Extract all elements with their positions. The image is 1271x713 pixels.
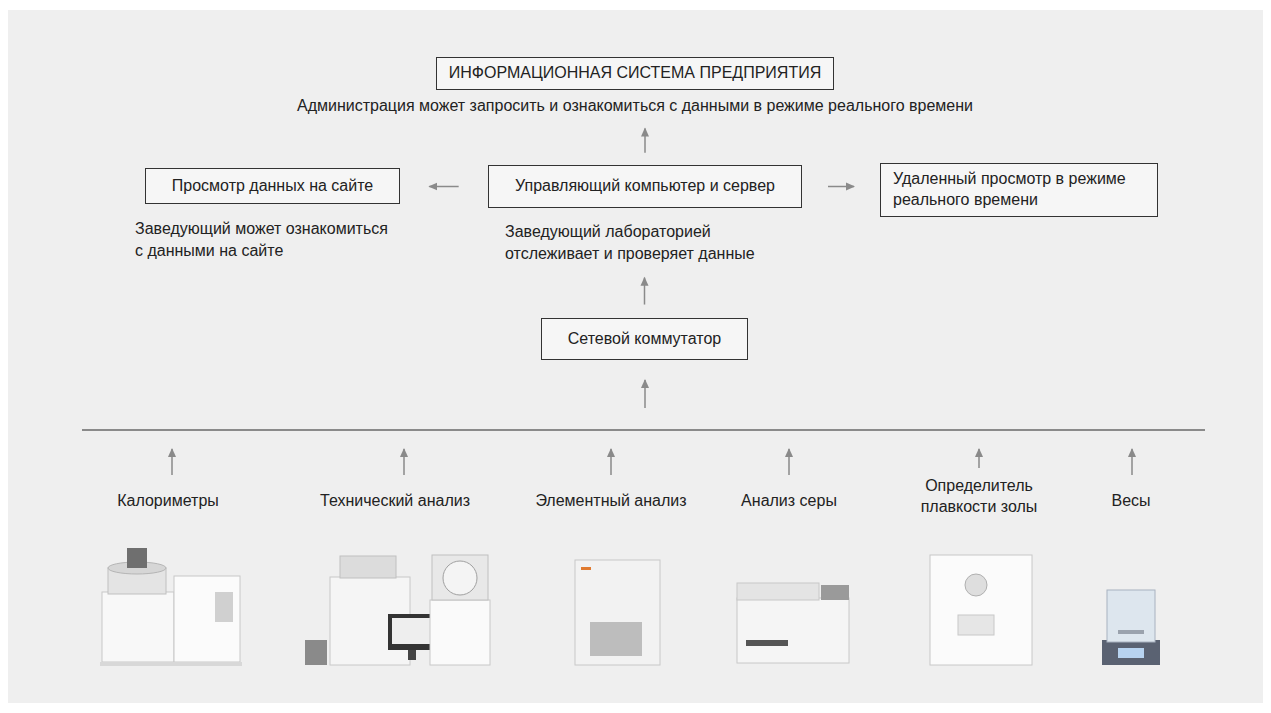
device-arrow [788,449,790,475]
box-description: Заведующий лабораторией отслеживает и пр… [488,221,780,264]
calorimeter-drawing [100,548,242,666]
box-title: Просмотр данных на сайте [172,176,373,197]
bus-line [82,429,1205,431]
drawing-part [965,574,987,596]
drawing-part [215,592,233,622]
connector-arrow [429,186,458,188]
drawing-part [340,556,396,578]
drawing-part [443,561,477,595]
drawing-part [127,548,147,568]
drawing-part [746,640,788,646]
device-label: Калориметры [117,491,219,512]
connector-arrow [828,186,854,188]
drawing-part [1118,630,1144,634]
drawing-part [590,622,642,656]
box-title: Сетевой коммутатор [568,329,721,350]
drawing-part [737,598,849,663]
process-node: ИНФОРМАЦИОННАЯ СИСТЕМА ПРЕДПРИЯТИЯ Админи… [297,57,973,116]
process-node: Удаленный просмотр в режиме реального вр… [880,163,1158,217]
connector-arrow [644,278,646,305]
technical-analyzer-drawing [305,555,490,665]
device-label: Анализ серы [741,491,837,512]
drawing-part [575,560,660,665]
drawing-part [392,618,432,644]
process-box: Удаленный просмотр в режиме реального вр… [880,163,1158,217]
drawing-part [1118,648,1144,658]
process-node: Управляющий компьютер и серверЗаведующий… [488,165,802,264]
drawing-part [432,555,488,600]
box-title: Удаленный просмотр в режиме реального вр… [893,169,1145,211]
process-box: Управляющий компьютер и сервер [488,165,802,208]
process-node: Просмотр данных на сайтеЗаведующий может… [135,168,400,261]
process-box: Просмотр данных на сайте [145,168,400,204]
device-label: Определитель плавкости золы [914,476,1044,518]
box-description: Администрация может запросить и ознакоми… [297,95,973,117]
device-arrow [403,449,405,475]
device-arrow [610,449,612,475]
drawing-part [102,592,174,662]
drawing-part [737,583,819,600]
drawing-part [100,662,242,666]
process-box: Сетевой коммутатор [541,318,748,360]
device-label: Элементный анализ [535,491,686,512]
box-description: Заведующий может ознакомиться с данными … [135,218,400,261]
device-arrow [978,449,980,468]
drawing-part [930,555,1032,665]
ash-fusion-drawing [930,555,1032,665]
drawing-part [388,614,436,650]
device-arrows [172,449,1132,475]
drawing-part [430,600,490,665]
device-arrow [1131,449,1133,475]
drawing-part [1107,590,1155,642]
device-arrow [171,449,173,475]
bus-arrow [644,380,646,408]
drawing-part [305,640,327,665]
box-title: Управляющий компьютер и сервер [515,176,775,197]
box-title: ИНФОРМАЦИОННАЯ СИСТЕМА ПРЕДПРИЯТИЯ [449,63,821,84]
elemental-analyzer-drawing [575,560,660,665]
process-box: ИНФОРМАЦИОННАЯ СИСТЕМА ПРЕДПРИЯТИЯ [436,57,834,90]
drawing-part [408,650,416,660]
process-node: Сетевой коммутатор [541,318,748,360]
drawing-part [821,585,849,600]
drawing-part [958,615,994,635]
drawing-part [1102,640,1160,665]
connector-arrow [644,129,646,153]
device-label: Весы [1111,491,1150,512]
device-label: Технический анализ [320,491,470,512]
sulfur-analyzer-drawing [737,583,849,663]
balance-drawing [1102,590,1160,665]
drawing-part [174,576,240,662]
drawing-part [581,567,591,570]
